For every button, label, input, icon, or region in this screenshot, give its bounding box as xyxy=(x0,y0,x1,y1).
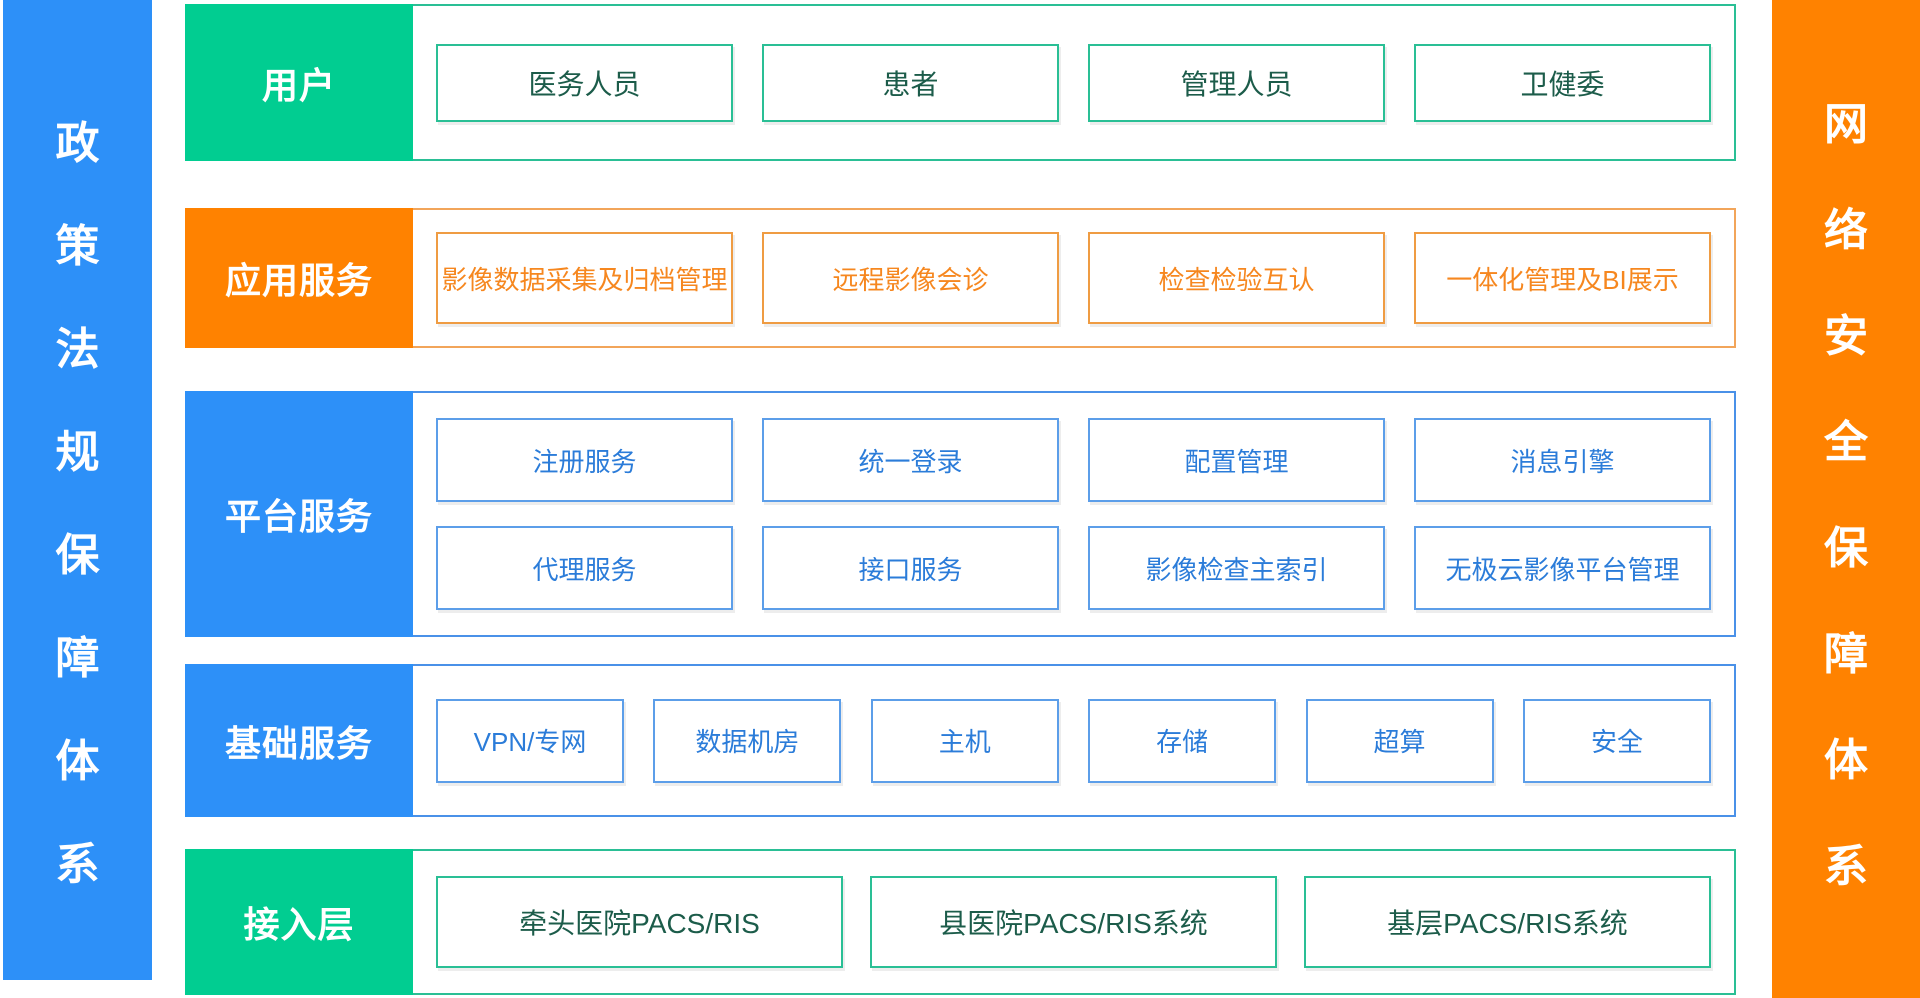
vertical-text-char: 体 xyxy=(1824,736,1868,785)
diagram-box: 卫健委 xyxy=(1414,43,1711,122)
diagram-box: 统一登录 xyxy=(762,418,1059,502)
layer-row-platform-services: 平台服务注册服务统一登录配置管理消息引擎代理服务接口服务影像检查主索引无极云影像… xyxy=(185,391,1736,637)
layer-label-app-services: 应用服务 xyxy=(185,208,413,348)
diagram-box: 接口服务 xyxy=(762,526,1059,610)
diagram-box: 数据机房 xyxy=(653,698,842,783)
vertical-text-char: 保 xyxy=(1824,524,1868,573)
vertical-text-char: 全 xyxy=(1824,418,1868,467)
box-row: 医务人员患者管理人员卫健委 xyxy=(436,43,1711,122)
diagram-box: 患者 xyxy=(762,43,1059,122)
layer-label-basic-services: 基础服务 xyxy=(185,664,413,817)
diagram-box: 县医院PACS/RIS系统 xyxy=(870,876,1277,968)
network-security-pillar: 网络安全保障体系 xyxy=(1772,0,1920,998)
diagram-box: VPN/专网 xyxy=(436,698,624,783)
layer-row-access-layer: 接入层牵头医院PACS/RIS 县医院PACS/RIS系统基层PACS/RIS系统 xyxy=(185,849,1736,995)
diagram-box: 检查检验互认 xyxy=(1088,232,1385,324)
vertical-text-char: 政 xyxy=(55,119,100,168)
layer-label-users: 用户 xyxy=(185,4,413,161)
diagram-box: 管理人员 xyxy=(1088,43,1385,122)
vertical-text-char: 系 xyxy=(55,840,100,889)
vertical-text-char: 规 xyxy=(55,428,100,477)
diagram-box: 代理服务 xyxy=(436,526,733,610)
vertical-text-char: 保 xyxy=(55,531,100,580)
vertical-text-char: 安 xyxy=(1824,312,1868,361)
diagram-box: 主机 xyxy=(870,698,1059,783)
policy-regulation-pillar: 政策法规保障体系 xyxy=(3,0,152,980)
diagram-box: 牵头医院PACS/RIS xyxy=(436,876,843,968)
diagram-box: 超算 xyxy=(1305,698,1494,783)
vertical-text-char: 网 xyxy=(1824,100,1868,149)
diagram-box: 医务人员 xyxy=(436,43,733,122)
vertical-text-char: 障 xyxy=(55,634,100,683)
layer-label-platform-services: 平台服务 xyxy=(185,391,413,637)
diagram-box: 存储 xyxy=(1088,698,1277,783)
vertical-text-char: 障 xyxy=(1824,630,1868,679)
vertical-text-char: 络 xyxy=(1824,206,1868,255)
vertical-text-char: 策 xyxy=(55,222,100,271)
layer-row-app-services: 应用服务影像数据采集及归档管理远程影像会诊检查检验互认一体化管理及BI展示 xyxy=(185,208,1736,348)
vertical-text-char: 体 xyxy=(55,737,100,786)
diagram-box: 影像检查主索引 xyxy=(1088,526,1385,610)
layer-box-area: 注册服务统一登录配置管理消息引擎代理服务接口服务影像检查主索引无极云影像平台管理 xyxy=(436,393,1711,635)
layer-label-access-layer: 接入层 xyxy=(185,849,413,995)
layer-row-users: 用户医务人员患者管理人员卫健委 xyxy=(185,4,1736,161)
layer-box-area: 医务人员患者管理人员卫健委 xyxy=(436,6,1711,159)
diagram-box: 影像数据采集及归档管理 xyxy=(436,232,733,324)
diagram-box: 一体化管理及BI展示 xyxy=(1414,232,1711,324)
layer-rows: 用户医务人员患者管理人员卫健委应用服务影像数据采集及归档管理远程影像会诊检查检验… xyxy=(185,0,1736,998)
box-row: 代理服务接口服务影像检查主索引无极云影像平台管理 xyxy=(436,526,1711,610)
diagram-box: 注册服务 xyxy=(436,418,733,502)
layer-box-area: 牵头医院PACS/RIS 县医院PACS/RIS系统基层PACS/RIS系统 xyxy=(436,851,1711,993)
box-row: 注册服务统一登录配置管理消息引擎 xyxy=(436,418,1711,502)
layer-box-area: VPN/专网数据机房主机存储超算安全 xyxy=(436,666,1711,815)
diagram-box: 无极云影像平台管理 xyxy=(1414,526,1711,610)
vertical-text-char: 系 xyxy=(1824,842,1868,891)
box-row: 牵头医院PACS/RIS 县医院PACS/RIS系统基层PACS/RIS系统 xyxy=(436,876,1711,968)
diagram-box: 消息引擎 xyxy=(1414,418,1711,502)
layer-box-area: 影像数据采集及归档管理远程影像会诊检查检验互认一体化管理及BI展示 xyxy=(436,210,1711,346)
diagram-box: 安全 xyxy=(1522,698,1711,783)
layer-row-basic-services: 基础服务 VPN/专网数据机房主机存储超算安全 xyxy=(185,664,1736,817)
vertical-text-char: 法 xyxy=(55,325,100,374)
diagram-box: 基层PACS/RIS系统 xyxy=(1304,876,1711,968)
box-row: VPN/专网数据机房主机存储超算安全 xyxy=(436,698,1711,783)
diagram-box: 远程影像会诊 xyxy=(762,232,1059,324)
diagram-box: 配置管理 xyxy=(1088,418,1385,502)
box-row: 影像数据采集及归档管理远程影像会诊检查检验互认一体化管理及BI展示 xyxy=(436,232,1711,324)
